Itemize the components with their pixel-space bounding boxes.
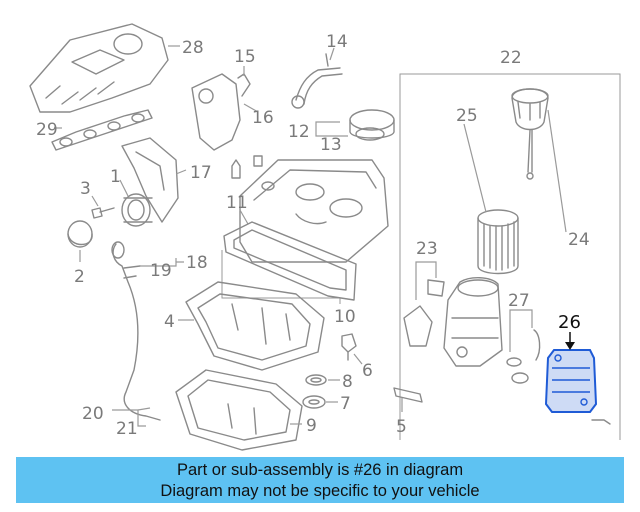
callout-9: 9 — [306, 416, 317, 436]
cooler-bolt-part[interactable] — [591, 419, 611, 425]
group-bracket-10 — [221, 250, 341, 304]
breather-hose-part[interactable] — [291, 53, 343, 109]
callout-4: 4 — [164, 312, 175, 332]
oil-cooler-part-26[interactable] — [544, 349, 598, 413]
callout-25: 25 — [456, 106, 478, 126]
bracket-part[interactable] — [191, 73, 251, 151]
callout-6: 6 — [362, 361, 373, 381]
caption-part-note: Part or sub-assembly is #26 in diagram — [176, 461, 464, 479]
timing-cover-part[interactable] — [121, 137, 179, 223]
callout-22: 22 — [500, 48, 522, 68]
callout-18: 18 — [186, 253, 208, 273]
group-bracket-22 — [399, 73, 621, 440]
seal-ring-8-part[interactable] — [305, 374, 327, 386]
oil-filter-cap-part[interactable] — [511, 88, 549, 180]
callout-14: 14 — [326, 32, 348, 52]
callout-23: 23 — [416, 239, 438, 259]
callout-26-highlighted: 26 — [558, 312, 581, 333]
intake-manifold-part[interactable] — [29, 23, 169, 113]
valve-cover-gasket-part[interactable] — [223, 221, 357, 301]
callout-7: 7 — [340, 394, 351, 414]
seal-cap-part[interactable] — [67, 220, 93, 248]
callout-8: 8 — [342, 372, 353, 392]
exploded-parts-diagram: 28 29 15 16 14 12 13 22 25 24 3 1 17 11 … — [29, 23, 621, 451]
crank-pulley-part[interactable] — [121, 193, 153, 227]
callout-10: 10 — [334, 307, 356, 327]
callout-3: 3 — [80, 179, 91, 199]
oil-filter-element-part[interactable] — [477, 209, 519, 275]
callout-12: 12 — [288, 122, 310, 142]
callout-24: 24 — [568, 230, 590, 250]
callout-20: 20 — [82, 404, 104, 424]
o-ring-seals-part[interactable] — [506, 329, 541, 384]
oil-filler-cap-part[interactable] — [349, 109, 395, 141]
sensor-part[interactable] — [393, 387, 423, 403]
callout-19: 19 — [150, 261, 172, 281]
callout-21: 21 — [116, 419, 138, 439]
callout-13: 13 — [320, 135, 342, 155]
callout-28: 28 — [182, 38, 204, 58]
caption-disclaimer: Diagram may not be specific to your vehi… — [160, 482, 480, 500]
callout-2: 2 — [74, 267, 85, 287]
filter-housing-part[interactable] — [443, 277, 503, 367]
callout-29: 29 — [36, 120, 58, 140]
callout-26-arrow — [565, 342, 575, 350]
callout-1: 1 — [110, 167, 121, 187]
drain-plug-part[interactable] — [341, 333, 357, 361]
seal-ring-7-part[interactable] — [302, 395, 326, 409]
callout-15: 15 — [234, 47, 256, 67]
bolt-part[interactable] — [91, 207, 115, 219]
callout-11: 11 — [226, 193, 248, 213]
callout-17: 17 — [190, 163, 212, 183]
housing-gasket-part[interactable] — [403, 279, 445, 347]
callout-16: 16 — [252, 108, 274, 128]
callout-27: 27 — [508, 291, 530, 311]
dipstick-part[interactable] — [111, 241, 161, 421]
manifold-gasket-part[interactable] — [51, 109, 153, 151]
upper-oil-pan-part[interactable] — [185, 281, 325, 371]
diagram-caption-banner: Part or sub-assembly is #26 in diagram D… — [16, 457, 624, 503]
valve-cover-part[interactable] — [231, 155, 389, 263]
callout-5: 5 — [396, 417, 407, 437]
lower-oil-pan-part[interactable] — [175, 369, 303, 451]
